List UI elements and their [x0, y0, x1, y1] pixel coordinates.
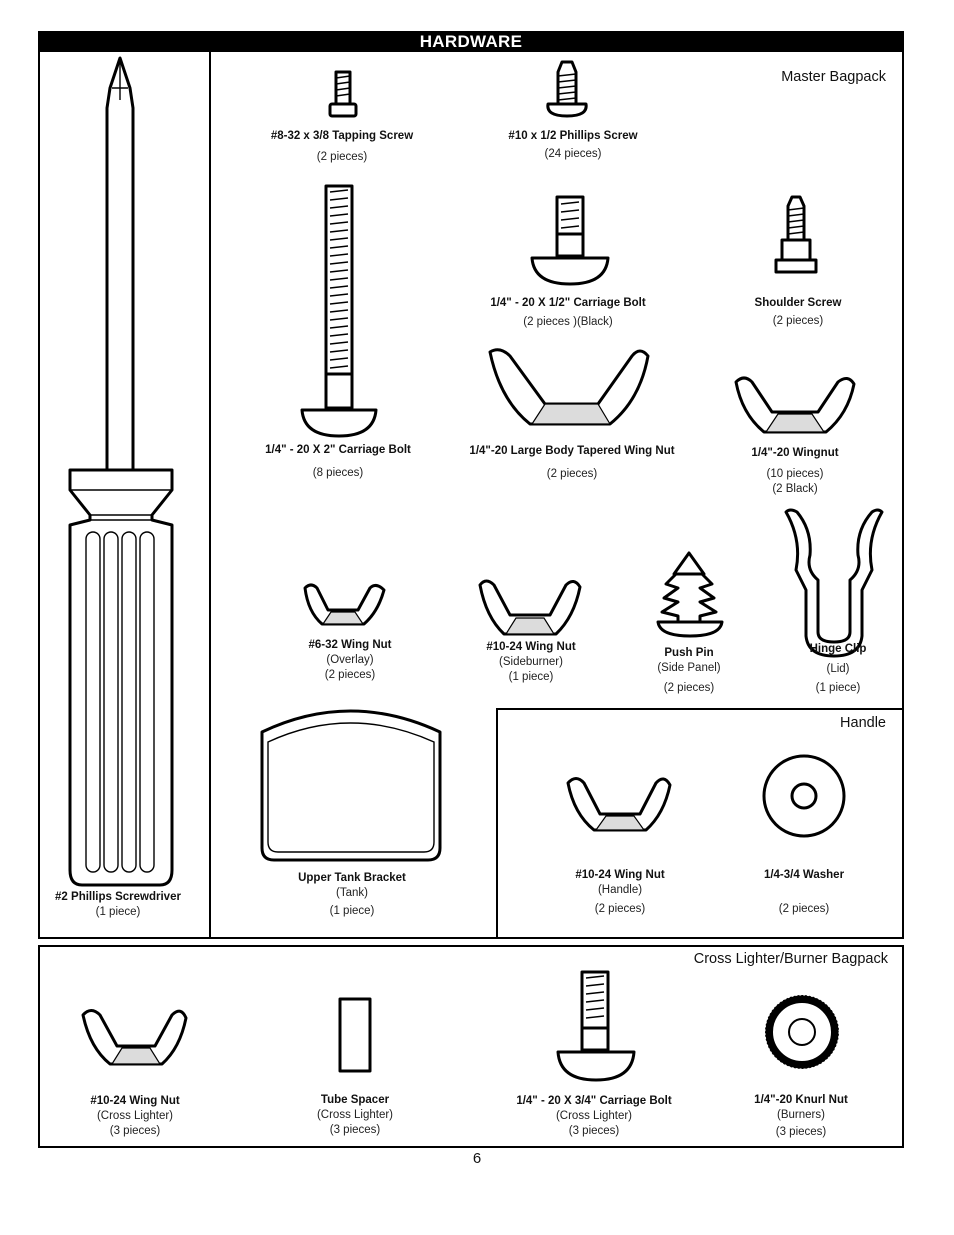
wingnut-14-20-illustration	[734, 376, 856, 434]
wing-nut-6-32-illustration	[303, 583, 386, 626]
tube-spacer-label: Tube Spacer (Cross Lighter) (3 pieces)	[316, 1094, 394, 1136]
tapping-screw-illustration	[328, 70, 358, 118]
cross-lighter-panel	[38, 945, 904, 1148]
carriage-bolt-half-illustration	[530, 195, 610, 286]
carriage-bolt-half-label: 1/4" - 20 X 1/2" Carriage Bolt (2 pieces…	[490, 297, 646, 328]
handle-panel	[496, 708, 904, 939]
carriage-bolt-2in-label: 1/4" - 20 X 2" Carriage Bolt (8 pieces)	[265, 444, 411, 479]
page-number: 6	[472, 1150, 482, 1167]
master-bagpack-title: Master Bagpack	[781, 69, 886, 85]
handle-wing-nut-label: #10-24 Wing Nut (Handle) (2 pieces)	[575, 869, 665, 915]
tapping-screw-label: #8-32 x 3/8 Tapping Screw (2 pieces)	[270, 130, 414, 163]
hardware-banner: HARDWARE	[38, 31, 904, 51]
wingnut-14-20-label: 1/4"-20 Wingnut (10 pieces) (2 Black)	[751, 447, 839, 495]
tank-bracket-label: Upper Tank Bracket (Tank) (1 piece)	[298, 872, 406, 917]
hinge-clip-illustration	[784, 508, 884, 658]
tube-spacer-illustration	[338, 997, 372, 1073]
carriage-bolt-34-label: 1/4" - 20 X 3/4" Carriage Bolt (Cross Li…	[516, 1095, 672, 1137]
large-wing-nut-illustration	[488, 348, 650, 426]
shoulder-screw-illustration	[774, 195, 818, 274]
washer-label: 1/4-3/4 Washer (2 pieces)	[763, 869, 845, 915]
cross-wing-nut-illustration	[81, 1009, 188, 1066]
push-pin-label: Push Pin (Side Panel) (2 pieces)	[657, 647, 721, 694]
carriage-bolt-34-illustration	[556, 970, 636, 1082]
cross-lighter-title: Cross Lighter/Burner Bagpack	[693, 951, 888, 967]
phillips-screwdriver-illustration	[68, 56, 174, 887]
screwdriver-label: #2 Phillips Screwdriver (1 piece)	[40, 890, 196, 920]
knurl-nut-illustration	[762, 992, 842, 1072]
knurl-nut-label: 1/4"-20 Knurl Nut (Burners) (3 pieces)	[754, 1094, 848, 1138]
push-pin-illustration	[656, 551, 724, 638]
shoulder-screw-label: Shoulder Screw (2 pieces)	[754, 297, 842, 327]
hinge-clip-label: Hinge Clip (Lid) (1 piece)	[809, 643, 867, 694]
carriage-bolt-2in-illustration	[300, 184, 378, 438]
cross-wing-nut-label: #10-24 Wing Nut (Cross Lighter) (3 piece…	[90, 1095, 180, 1137]
wing-nut-sideburner-illustration	[478, 579, 582, 636]
wing-nut-6-32-label: #6-32 Wing Nut (Overlay) (2 pieces)	[308, 639, 392, 681]
item-quantity: (1 piece)	[95, 906, 141, 918]
large-wing-nut-label: 1/4"-20 Large Body Tapered Wing Nut (2 p…	[469, 445, 675, 480]
handle-title: Handle	[840, 715, 886, 731]
phillips-screw-illustration	[546, 60, 588, 118]
item-name: #2 Phillips Screwdriver	[55, 891, 181, 903]
handle-wing-nut-illustration	[566, 777, 672, 832]
wing-nut-sideburner-label: #10-24 Wing Nut (Sideburner) (1 piece)	[486, 641, 576, 683]
upper-tank-bracket-illustration	[260, 709, 442, 862]
washer-illustration	[762, 754, 846, 838]
phillips-screw-label: #10 x 1/2 Phillips Screw (24 pieces)	[508, 130, 638, 160]
